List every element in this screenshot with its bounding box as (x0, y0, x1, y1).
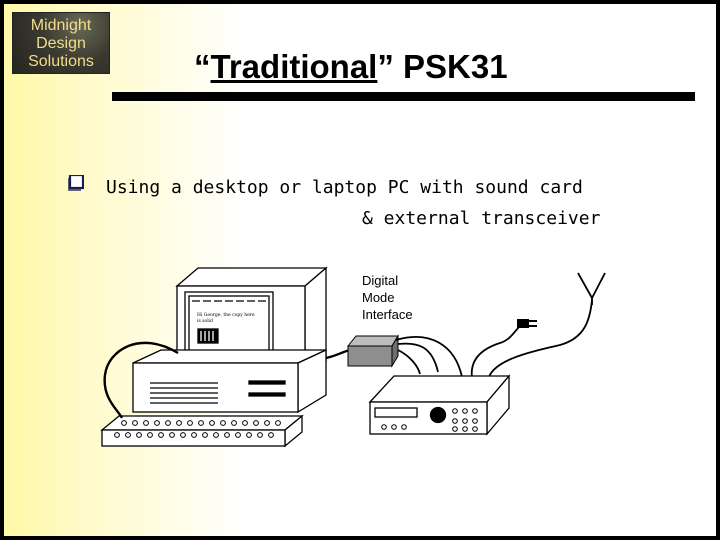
interface-label: Digital Mode Interface (362, 272, 413, 323)
checkbox-bullet-icon (68, 175, 84, 191)
interface-box-icon (346, 334, 399, 368)
antenna-icon (577, 272, 606, 305)
computer-base-icon (132, 348, 327, 414)
power-plug-icon (470, 319, 537, 379)
keyboard-icon (100, 414, 304, 448)
slide-title: “Traditional” PSK31 (194, 48, 544, 86)
logo-line-3: Solutions (28, 53, 94, 70)
title-underlined-word: Traditional (210, 48, 378, 85)
monitor-screen-text: Hi George, the copy here is solid (197, 313, 255, 324)
transceiver-icon (368, 374, 511, 436)
keyboard-cable (103, 341, 179, 419)
pc-to-interface-cable (325, 348, 351, 360)
title-quote-close: ” (377, 48, 394, 85)
interface-cables (395, 336, 463, 378)
title-rule (112, 92, 695, 101)
bullet-line-1: Using a desktop or laptop PC with sound … (106, 177, 583, 198)
logo-line-2: Design (36, 35, 86, 52)
interface-label-line-2: Mode (362, 290, 395, 305)
title-quote-open: “ (194, 48, 211, 85)
logo: Midnight Design Solutions (12, 12, 110, 74)
logo-line-1: Midnight (30, 17, 92, 34)
bullet-line-2: & external transceiver (362, 208, 601, 229)
interface-label-line-3: Interface (362, 307, 413, 322)
interface-label-line-1: Digital (362, 273, 399, 288)
title-rest: PSK31 (393, 48, 508, 85)
station-illustration (100, 266, 606, 448)
antenna-cable (487, 299, 593, 381)
